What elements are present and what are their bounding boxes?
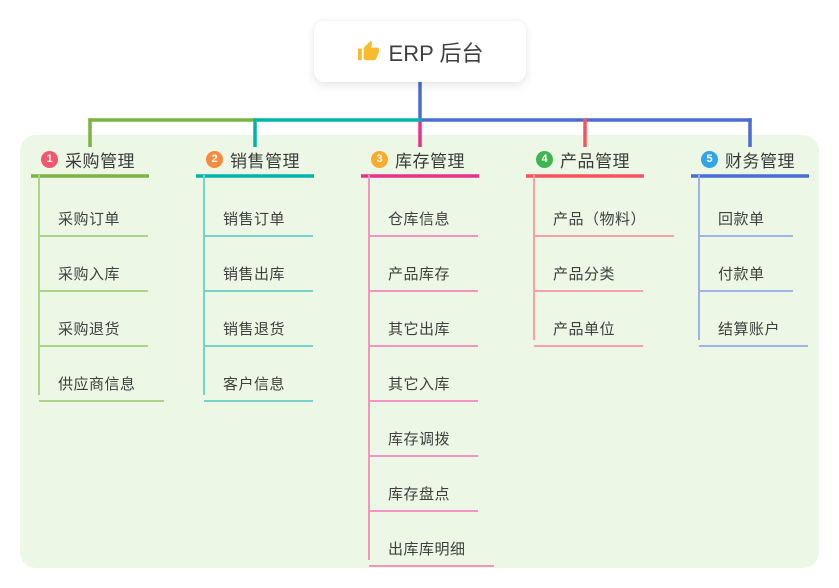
- node-label: 出库库明细: [388, 541, 466, 558]
- node-label: 其它入库: [388, 376, 451, 393]
- node-label: 结算账户: [718, 321, 781, 338]
- node-other-outbound[interactable]: 其它出库: [369, 309, 479, 347]
- node-sales-return[interactable]: 销售退货: [204, 309, 314, 347]
- node-payment-order[interactable]: 付款单: [699, 254, 793, 292]
- node-purchase-inbound[interactable]: 采购入库: [39, 254, 149, 292]
- branch-3-number-badge: 3: [371, 150, 388, 168]
- node-stock-count[interactable]: 库存盘点: [369, 474, 479, 512]
- node-label: 销售出库: [223, 266, 286, 283]
- node-product-category[interactable]: 产品分类: [534, 254, 644, 292]
- node-sales-outbound[interactable]: 销售出库: [204, 254, 314, 292]
- node-label: 产品（物料）: [553, 211, 647, 228]
- node-product-stock[interactable]: 产品库存: [369, 254, 479, 292]
- mindmap-background-panel: [20, 135, 819, 568]
- node-settlement-account[interactable]: 结算账户: [699, 309, 809, 347]
- node-label: 库存调拨: [388, 431, 451, 448]
- branch-5-number-badge: 5: [701, 150, 718, 168]
- node-label: 仓库信息: [388, 211, 451, 228]
- node-warehouse-info[interactable]: 仓库信息: [369, 199, 479, 237]
- branch-header-product[interactable]: 4 产品管理: [536, 149, 630, 171]
- node-label: 销售订单: [223, 211, 286, 228]
- node-label: 采购入库: [58, 266, 121, 283]
- node-customer-info[interactable]: 客户信息: [204, 364, 314, 402]
- node-sales-order[interactable]: 销售订单: [204, 199, 314, 237]
- node-other-inbound[interactable]: 其它入库: [369, 364, 479, 402]
- root-node-title: ERP 后台: [388, 40, 484, 66]
- node-label: 产品分类: [553, 266, 616, 283]
- branch-label: 采购管理: [65, 151, 135, 171]
- node-label: 供应商信息: [58, 376, 136, 393]
- node-label: 采购退货: [58, 321, 121, 338]
- node-purchase-return[interactable]: 采购退货: [39, 309, 149, 347]
- branch-label: 财务管理: [725, 151, 795, 171]
- node-label: 产品单位: [553, 321, 616, 338]
- branch-header-finance[interactable]: 5 财务管理: [701, 149, 795, 171]
- branch-header-inventory[interactable]: 3 库存管理: [371, 149, 465, 171]
- node-label: 付款单: [718, 266, 765, 283]
- node-product-material[interactable]: 产品（物料）: [534, 199, 675, 237]
- root-node[interactable]: ERP 后台: [314, 21, 526, 82]
- node-supplier-info[interactable]: 供应商信息: [39, 364, 164, 402]
- branch-2-number-badge: 2: [206, 150, 223, 168]
- node-stock-transfer[interactable]: 库存调拨: [369, 419, 479, 457]
- branch-header-sales[interactable]: 2 销售管理: [206, 149, 300, 171]
- node-outbound-detail[interactable]: 出库库明细: [369, 529, 494, 567]
- node-label: 客户信息: [223, 376, 286, 393]
- node-label: 销售退货: [223, 321, 286, 338]
- node-purchase-order[interactable]: 采购订单: [39, 199, 149, 237]
- branch-label: 销售管理: [230, 151, 300, 171]
- node-label: 回款单: [718, 211, 765, 228]
- branch-label: 产品管理: [560, 151, 630, 171]
- node-label: 采购订单: [58, 211, 121, 228]
- node-label: 其它出库: [388, 321, 451, 338]
- branch-header-purchase[interactable]: 1 采购管理: [41, 149, 135, 171]
- branch-label: 库存管理: [395, 151, 465, 171]
- thumbs-up-icon: [357, 40, 380, 63]
- node-label: 产品库存: [388, 266, 451, 283]
- node-receipt-order[interactable]: 回款单: [699, 199, 793, 237]
- branch-1-number-badge: 1: [41, 150, 58, 168]
- node-product-unit[interactable]: 产品单位: [534, 309, 644, 347]
- node-label: 库存盘点: [388, 486, 451, 503]
- branch-4-number-badge: 4: [536, 150, 553, 168]
